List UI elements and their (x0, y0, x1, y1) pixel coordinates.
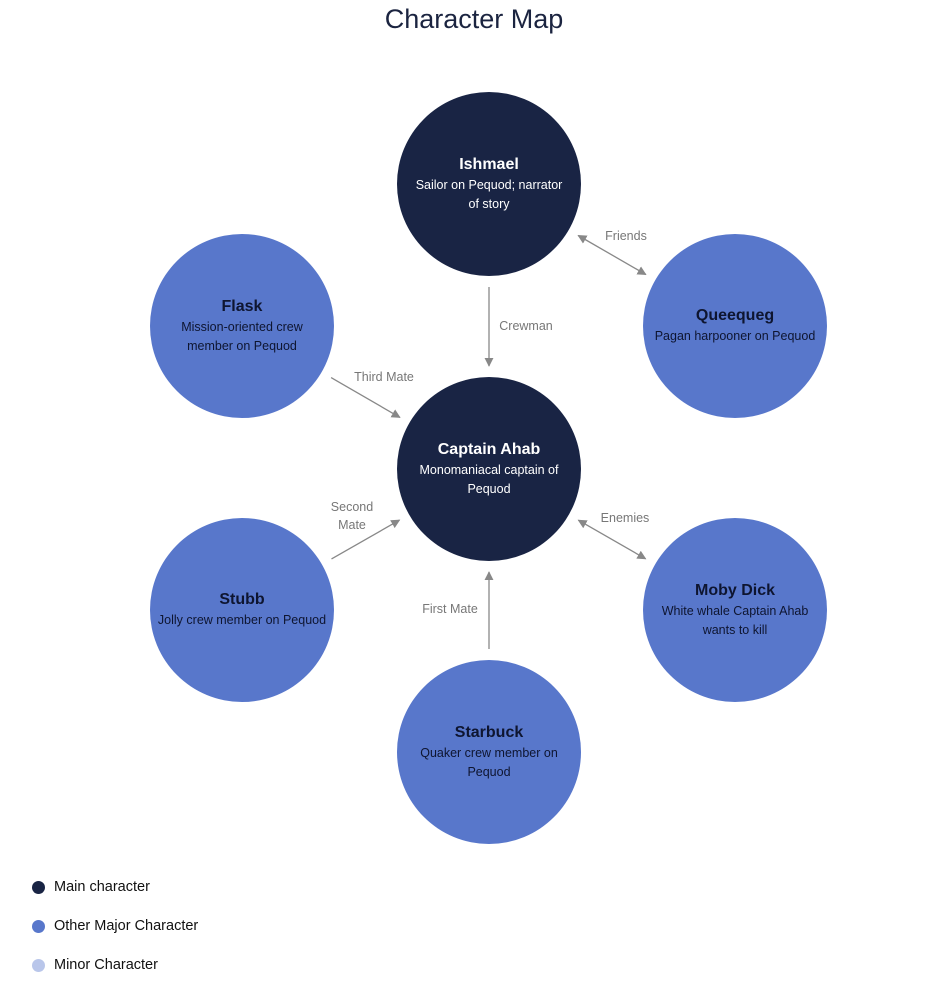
node-description: Sailor on Pequod; narrator of story (415, 177, 563, 211)
node-name: Captain Ahab (437, 440, 541, 458)
page-title: Character Map (384, 4, 564, 34)
node-name: Queequeg (695, 307, 775, 324)
edge-label-stubb-ahab: Second Mate (330, 500, 374, 532)
edge-label-flask-ahab: Third Mate (354, 370, 414, 384)
legend-item-main: Main character (32, 879, 150, 895)
node-description: Quaker crew member on Pequod (420, 745, 558, 779)
legend-label: Main character (54, 879, 150, 895)
legend-label: Minor Character (54, 957, 158, 973)
edge-flask-ahab (330, 377, 401, 418)
legend-dot-minor-icon (32, 958, 45, 972)
node-description: Pagan harpooner on Pequod (654, 329, 816, 343)
node-name: Starbuck (454, 723, 524, 741)
node-description: Jolly crew member on Pequod (157, 613, 327, 627)
edge-ahab-mobydick (577, 519, 647, 560)
legend-item-major: Other Major Character (32, 918, 198, 934)
node-description: Monomaniacal captain of Pequod (419, 462, 559, 496)
node-description: White whale Captain Ahab wants to kill (661, 603, 809, 637)
legend-dot-major-icon (32, 919, 45, 933)
legend-dot-main-icon (32, 880, 45, 894)
node-name: Moby Dick (694, 581, 775, 599)
node-name: Flask (221, 297, 263, 315)
edge-label-ishmael-ahab: Crewman (499, 319, 553, 333)
edge-label-ahab-mobydick: Enemies (600, 511, 650, 525)
legend-label: Other Major Character (54, 918, 199, 934)
node-description: Mission-oriented crew member on Pequod (181, 319, 303, 353)
edge-label-starbuck-ahab: First Mate (422, 602, 478, 616)
node-name: Ishmael (459, 155, 519, 173)
legend-item-minor: Minor Character (32, 957, 158, 973)
node-name: Stubb (219, 591, 265, 608)
edge-stubb-ahab (331, 519, 401, 560)
edge-ishmael-queequeg (577, 234, 647, 276)
edge-label-ishmael-queequeg: Friends (605, 229, 647, 243)
